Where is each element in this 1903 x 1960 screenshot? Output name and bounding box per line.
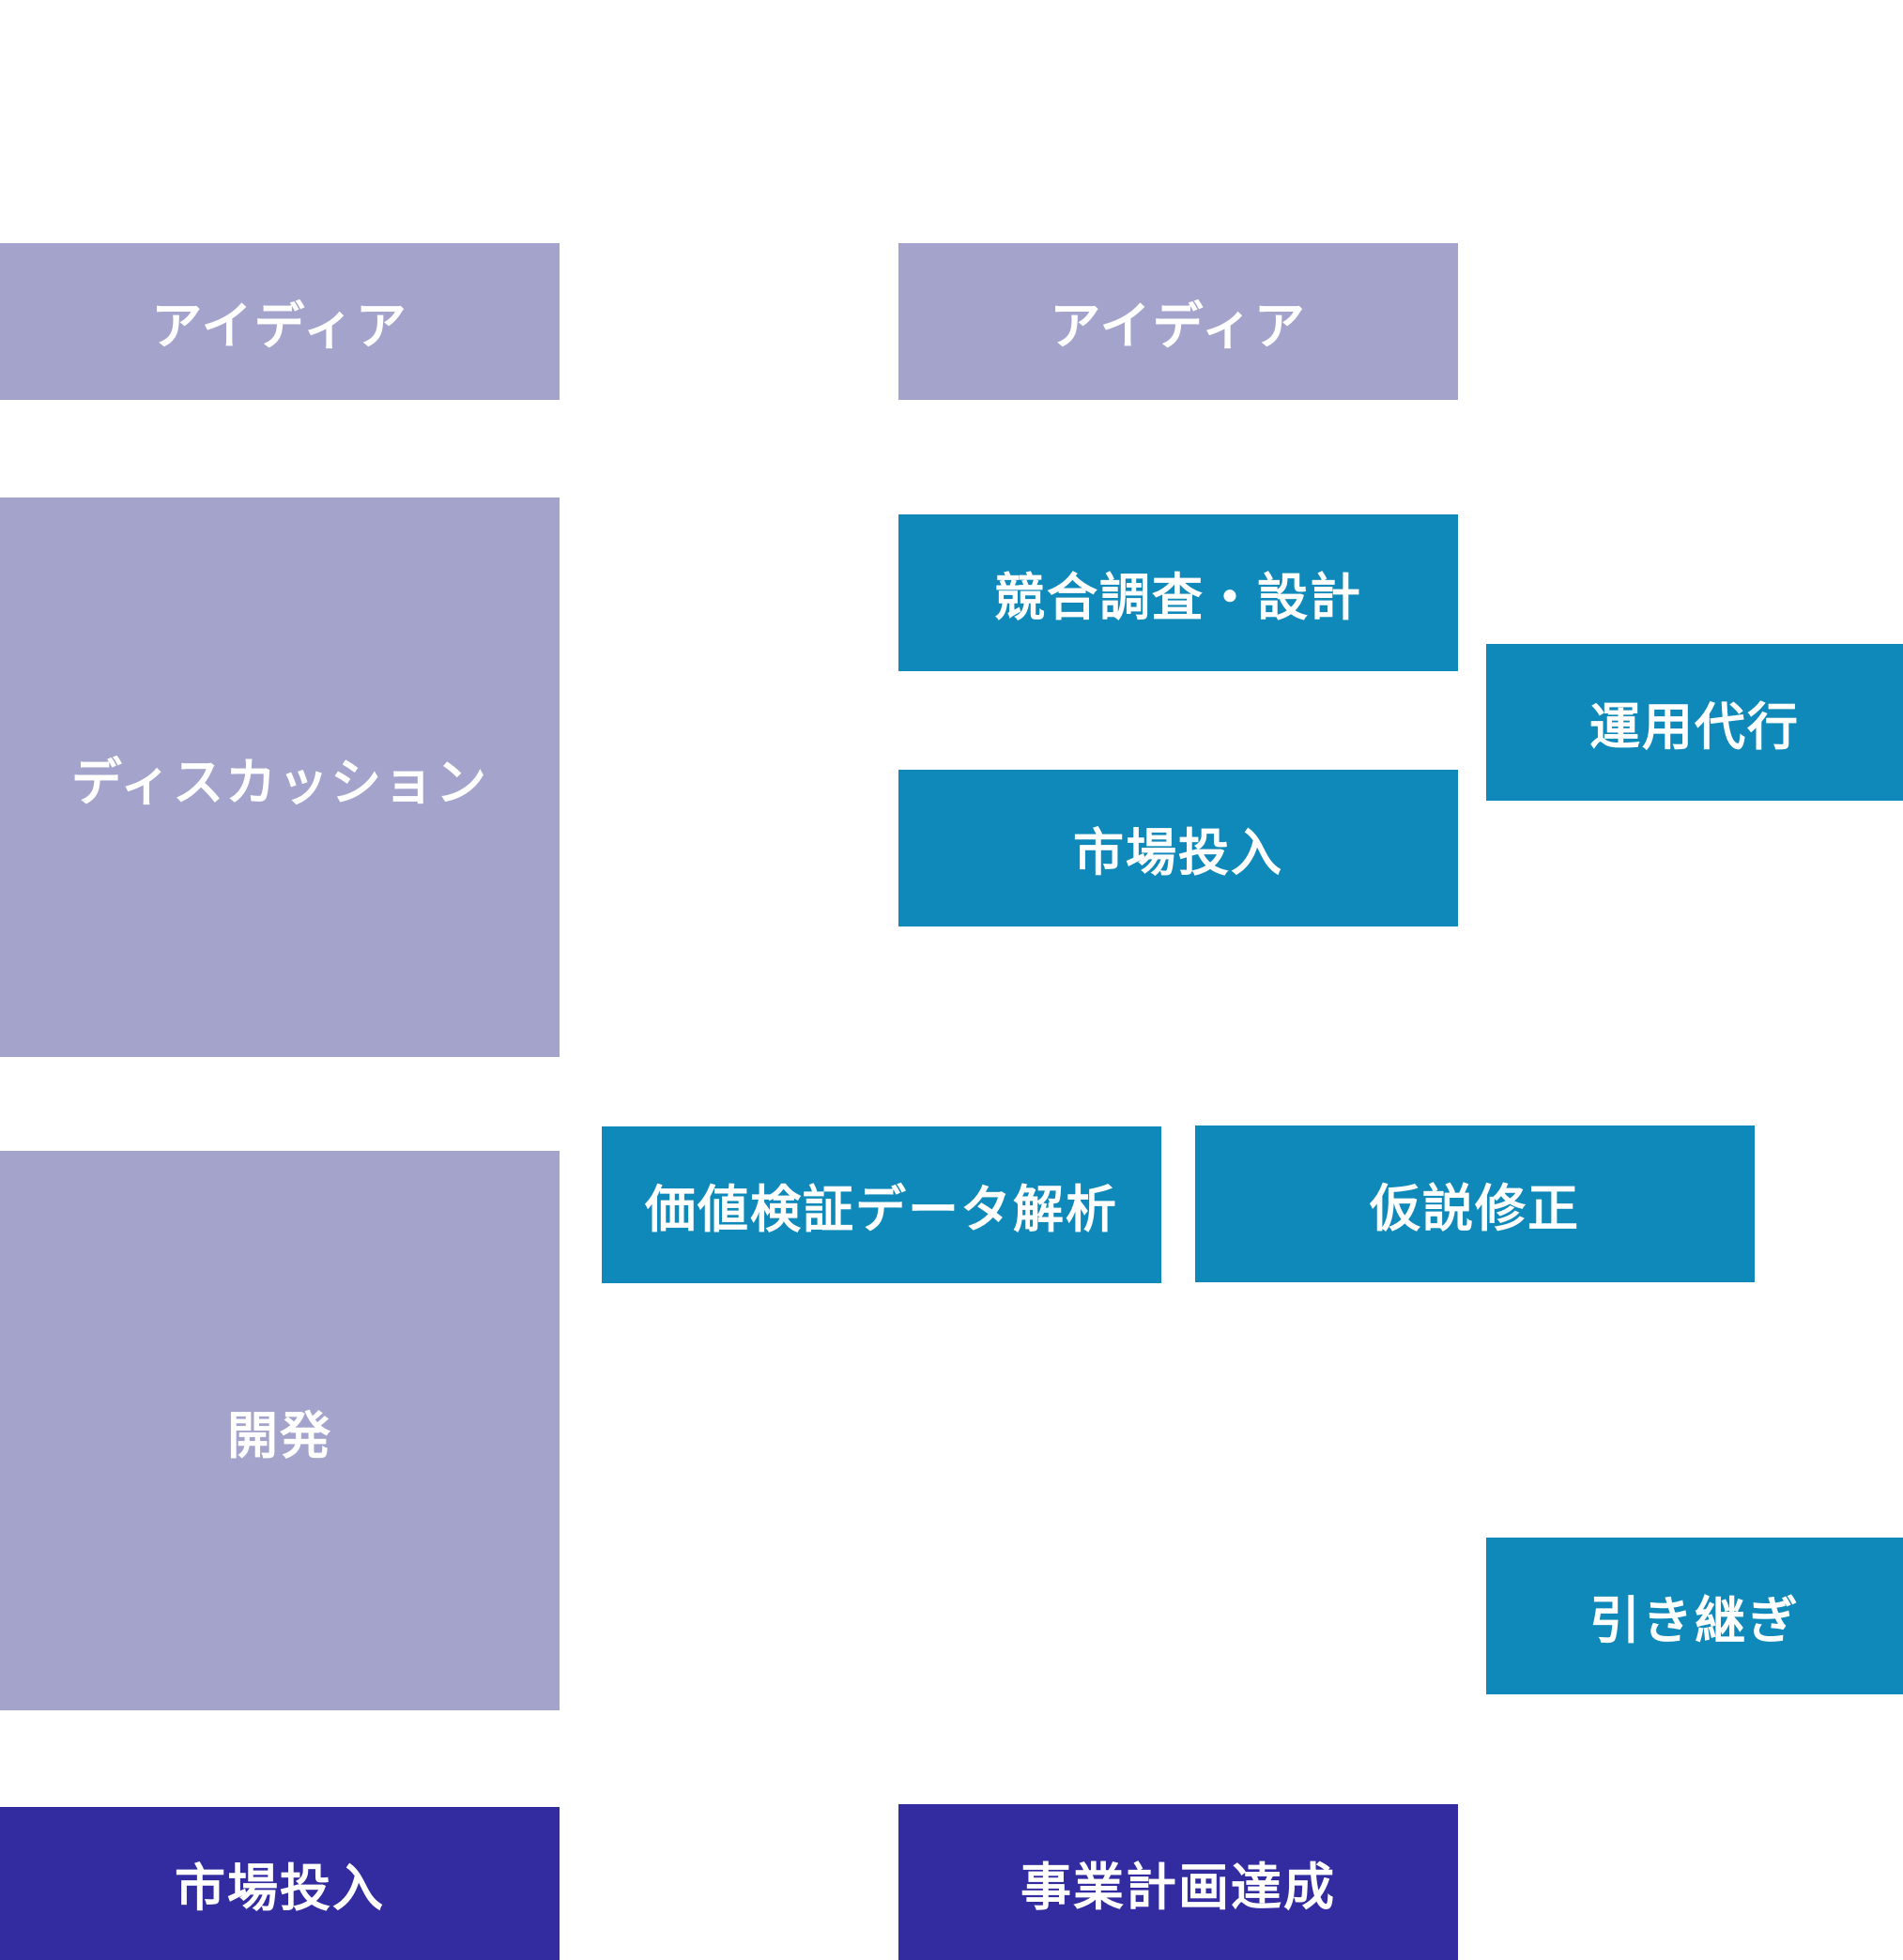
- development-label: 開発: [227, 1405, 332, 1465]
- validation-analysis-box: 価値検証データ解析: [602, 1126, 1161, 1283]
- development-box: 開発: [0, 1151, 560, 1710]
- handover-label: 引き継ぎ: [1589, 1591, 1800, 1650]
- market-launch-box: 市場投入: [898, 770, 1458, 926]
- operation-agency-label: 運用代行: [1589, 697, 1800, 757]
- market-launch-label: 市場投入: [1073, 823, 1283, 882]
- left-idea-box: アイディア: [0, 243, 560, 400]
- operation-agency-box: 運用代行: [1486, 644, 1903, 801]
- left-idea-label: アイディア: [151, 297, 408, 356]
- hypothesis-revision-box: 仮説修正: [1195, 1125, 1755, 1282]
- research-design-box: 競合調査・設計: [898, 514, 1458, 671]
- hypothesis-revision-label: 仮説修正: [1370, 1179, 1580, 1238]
- business-plan-label: 事業計画達成: [1021, 1857, 1336, 1917]
- left-launch-label: 市場投入: [175, 1859, 385, 1918]
- right-idea-label: アイディア: [1050, 297, 1307, 356]
- validation-analysis-label: 価値検証データ解析: [645, 1180, 1118, 1239]
- business-plan-box: 事業計画達成: [898, 1804, 1458, 1960]
- left-launch-box: 市場投入: [0, 1807, 560, 1960]
- discussion-box: ディスカッション: [0, 498, 560, 1057]
- right-idea-box: アイディア: [898, 243, 1458, 400]
- discussion-label: ディスカッション: [70, 752, 489, 812]
- research-design-label: 競合調査・設計: [994, 568, 1362, 627]
- handover-box: 引き継ぎ: [1486, 1538, 1903, 1694]
